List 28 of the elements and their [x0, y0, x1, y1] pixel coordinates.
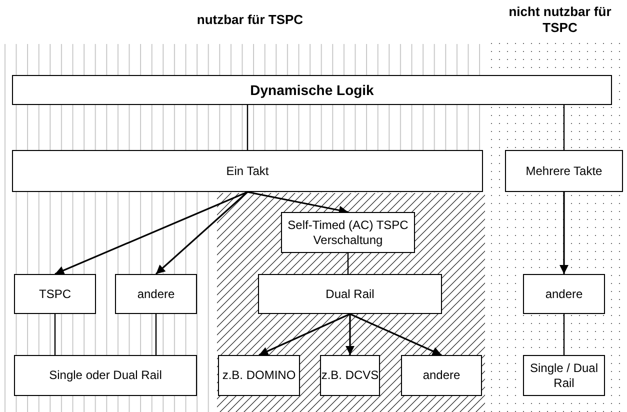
column-heading: nutzbar für TSPC: [196, 12, 304, 28]
process-box: z.B. DCVS: [320, 355, 380, 396]
connector-line: [54, 314, 56, 355]
process-box: andere: [115, 274, 197, 314]
arrow: [258, 313, 350, 356]
process-box: Dynamische Logik: [12, 75, 612, 105]
process-box: Mehrere Takte: [505, 150, 623, 192]
connector-line: [563, 314, 565, 355]
process-box: andere: [523, 274, 605, 314]
arrow: [350, 313, 442, 356]
arrow: [560, 192, 568, 274]
process-box: Single / Dual Rail: [523, 355, 605, 396]
connector-line: [347, 253, 349, 274]
process-box: Self-Timed (AC) TSPC Verschaltung: [281, 212, 415, 253]
process-box: z.B. DOMINO: [218, 355, 300, 396]
arrow: [155, 191, 248, 275]
arrow: [346, 314, 354, 355]
connector-line: [246, 105, 248, 150]
process-box: Dual Rail: [258, 274, 442, 314]
arrow: [54, 191, 248, 275]
arrow: [247, 191, 348, 215]
process-box: TSPC: [14, 274, 96, 314]
process-box: Single oder Dual Rail: [14, 355, 197, 396]
connector-line: [155, 314, 157, 355]
process-box: Ein Takt: [12, 150, 483, 192]
connector-line: [563, 105, 565, 150]
column-heading: nicht nutzbar für TSPC: [508, 4, 612, 36]
process-box: andere: [401, 355, 482, 396]
